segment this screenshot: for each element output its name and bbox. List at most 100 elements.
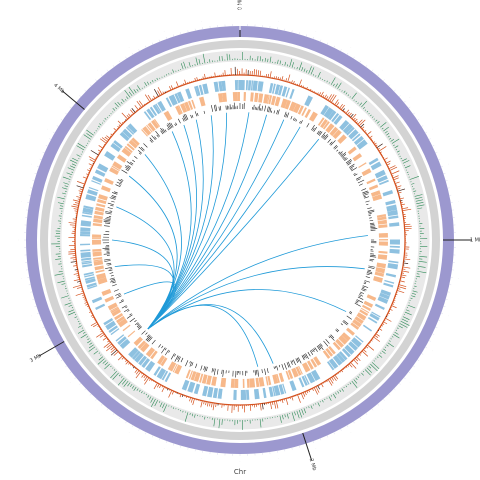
reverse-gene	[242, 378, 245, 388]
reverse-gene	[350, 322, 360, 330]
reverse-gene	[332, 129, 342, 140]
minor-tick-label: ·	[128, 430, 130, 433]
coverage-bar	[167, 388, 169, 391]
reverse-gene	[163, 110, 173, 121]
forward-gene	[371, 311, 381, 318]
coverage-bar	[327, 94, 332, 101]
gene-mark	[318, 344, 324, 351]
minor-tick	[138, 428, 140, 431]
coverage-bar	[313, 91, 315, 93]
gc-skew-bar	[401, 318, 408, 323]
reverse-gene	[325, 348, 334, 357]
coverage-bar	[155, 96, 158, 98]
coverage-bar	[90, 314, 94, 317]
gc-skew-bar	[357, 102, 359, 104]
forward-gene	[310, 369, 321, 381]
forward-gene	[332, 355, 343, 366]
reverse-gene	[266, 94, 270, 104]
minor-tick	[417, 359, 420, 361]
minor-tick	[49, 138, 52, 140]
coverage-bar	[70, 261, 77, 263]
forward-gene	[356, 139, 368, 150]
coverage-bar	[327, 379, 333, 386]
gene-mark	[312, 127, 315, 132]
reverse-gene	[258, 377, 265, 387]
gc-skew-bar	[221, 419, 223, 425]
coverage-bar	[149, 378, 151, 381]
link-curve	[147, 266, 365, 330]
coverage-bar	[104, 335, 106, 338]
gene-mark	[253, 104, 255, 110]
forward-gene	[91, 296, 103, 304]
reverse-gene	[255, 377, 260, 388]
reverse-gene	[310, 358, 318, 368]
coverage-bar	[110, 348, 116, 353]
forward-gene	[367, 316, 378, 324]
coverage-bar	[374, 142, 377, 145]
reverse-gene	[93, 256, 103, 260]
gene-mark	[215, 104, 218, 112]
coverage-bar	[329, 378, 334, 384]
gene-mark	[138, 146, 144, 152]
gc-skew-bar	[61, 187, 68, 190]
gc-skew-bar	[326, 80, 328, 83]
gene-mark	[143, 143, 148, 148]
coverage-bar	[123, 120, 126, 123]
gc-skew-bar	[317, 402, 320, 407]
gene-mark	[284, 363, 287, 370]
coverage-bar	[255, 69, 258, 76]
coverage-bar	[375, 333, 380, 337]
gene-mark	[110, 204, 114, 207]
gene-mark	[170, 353, 175, 360]
coverage-bar	[359, 353, 362, 356]
coverage-bar	[398, 284, 407, 288]
minor-tick	[398, 383, 401, 385]
gc-skew-bar	[57, 280, 65, 284]
reverse-gene	[337, 134, 347, 144]
gene-mark	[138, 152, 142, 155]
coverage-bar	[131, 108, 136, 113]
forward-gene	[80, 243, 91, 246]
reverse-gene	[221, 92, 227, 103]
forward-gene	[285, 87, 290, 98]
gc-skew-bar	[359, 374, 361, 376]
gene-mark	[369, 258, 375, 261]
forward-gene	[131, 350, 141, 360]
gc-skew-bar	[198, 58, 201, 65]
gc-skew-bar	[137, 85, 141, 91]
coverage-bar	[135, 371, 141, 379]
minor-tick-label: ·	[278, 20, 280, 23]
minor-tick	[95, 79, 97, 82]
gc-skew-bar	[149, 81, 152, 84]
gene-mark	[120, 178, 124, 181]
gc-skew-bar	[121, 379, 127, 385]
coverage-bar	[379, 151, 382, 154]
gc-skew-bar	[165, 74, 168, 76]
gene-mark	[357, 179, 365, 184]
gc-skew-bar	[172, 407, 175, 409]
reverse-gene	[378, 250, 388, 254]
forward-gene	[248, 80, 252, 91]
minor-tick	[74, 377, 77, 379]
gene-mark	[119, 300, 125, 304]
gene-mark	[189, 361, 191, 364]
gene-mark	[105, 266, 112, 269]
forward-gene	[165, 97, 173, 108]
coverage-bar	[110, 133, 113, 136]
gene-mark	[356, 178, 361, 181]
gc-skew-bar	[303, 68, 306, 72]
gc-skew-bar	[127, 382, 131, 387]
coverage-bar	[377, 147, 380, 150]
coverage-bar	[93, 323, 99, 328]
reverse-gene	[373, 275, 383, 283]
gene-mark	[336, 328, 340, 332]
gene-mark	[286, 112, 290, 118]
minor-tick	[346, 52, 349, 55]
gc-skew-bar	[117, 377, 125, 386]
gene-mark	[366, 272, 373, 275]
forward-gene	[195, 85, 201, 96]
gc-skew-bar	[120, 101, 123, 104]
gc-skew-bar	[375, 358, 377, 360]
gene-mark	[353, 173, 358, 176]
gc-skew-bar	[362, 106, 365, 109]
